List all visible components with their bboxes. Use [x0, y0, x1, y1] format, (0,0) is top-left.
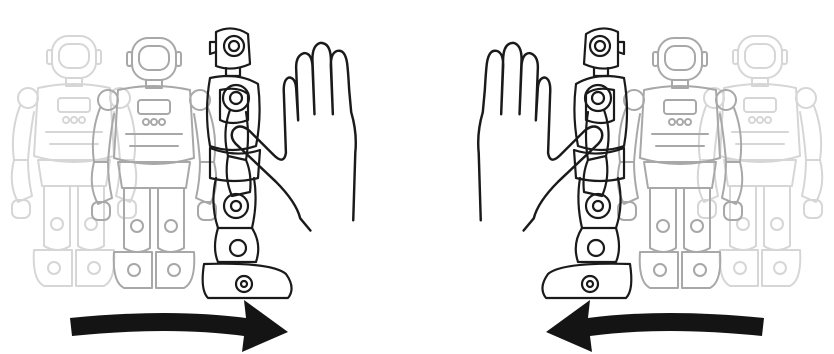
arrow-right-icon — [70, 300, 288, 352]
right-hand-icon — [230, 41, 358, 232]
robot-side-view-left — [201, 27, 293, 300]
robot-side-view-right — [541, 27, 633, 300]
left-hand-icon — [476, 41, 604, 232]
left-panel — [10, 27, 358, 352]
right-panel — [476, 27, 824, 352]
arrow-left-icon — [546, 300, 764, 352]
robot-faded-far-right — [696, 35, 824, 287]
robot-faded-far-left — [10, 35, 138, 287]
